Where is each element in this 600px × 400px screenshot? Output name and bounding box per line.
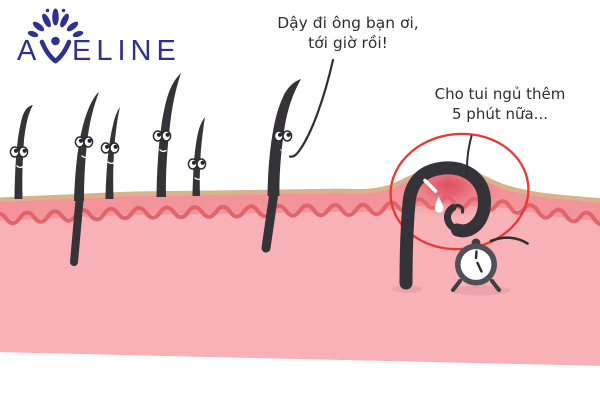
clock-shadow: [452, 285, 510, 296]
speech-wake-line2: tới giờ rồi!: [308, 34, 388, 52]
alarm-clock-icon: [451, 236, 529, 292]
hair-smile: [194, 177, 202, 181]
hair-eyes: [152, 130, 172, 153]
lotus-person-icon: [27, 8, 84, 64]
speech-sleep-line1: Cho tui ngủ thêm: [434, 85, 566, 103]
hair-eyes: [74, 136, 94, 159]
brand-text-a: A: [17, 35, 37, 67]
hair-smile: [280, 149, 288, 153]
skin-cross-section: [0, 164, 600, 366]
hair-smile: [159, 149, 167, 153]
hair-highlight-slash: [423, 178, 438, 193]
clock-body: [454, 243, 497, 286]
brand-text-eline: ELINE: [72, 35, 181, 67]
speech-sleep-line2: 5 phút nữa...: [451, 105, 548, 123]
speech-text-sleepy: Cho tui ngủ thêm 5 phút nữa...: [410, 84, 590, 124]
hair-faces: [9, 130, 293, 181]
speech-text-wake-up: Dậy đi ông bạn ơi, tới giờ rồi!: [258, 13, 438, 53]
standing-hair-6: [267, 79, 301, 196]
hair-eyes: [9, 146, 29, 169]
hair-root: [70, 196, 84, 266]
hair-eyes: [100, 142, 120, 165]
ingrown-hair: [399, 161, 491, 290]
brand-logo: A ELINE: [17, 8, 181, 67]
hair-smile: [81, 155, 89, 159]
clock-leg: [490, 279, 501, 292]
hair-roots: [70, 191, 278, 266]
speech-tail-sleepy: [466, 135, 473, 180]
wavy-boundary-line: [0, 195, 600, 227]
hair-smile: [16, 165, 24, 169]
speech-tail-wake-up: [288, 58, 335, 158]
clock-ring-swoosh: [489, 236, 529, 245]
clock-hour-hand: [476, 261, 483, 273]
hair-eyes: [273, 130, 293, 153]
standing-hair-1: [14, 105, 33, 199]
hair-root: [261, 191, 278, 253]
standing-hair-5: [192, 117, 205, 196]
hair-smile: [107, 161, 115, 165]
clock-minute-hand: [474, 250, 478, 260]
clock-leg: [451, 279, 462, 292]
speech-wake-line1: Dậy đi ông bạn ơi,: [277, 14, 419, 32]
sweat-drop-icon: [434, 196, 444, 214]
hair-eyes: [187, 158, 207, 181]
